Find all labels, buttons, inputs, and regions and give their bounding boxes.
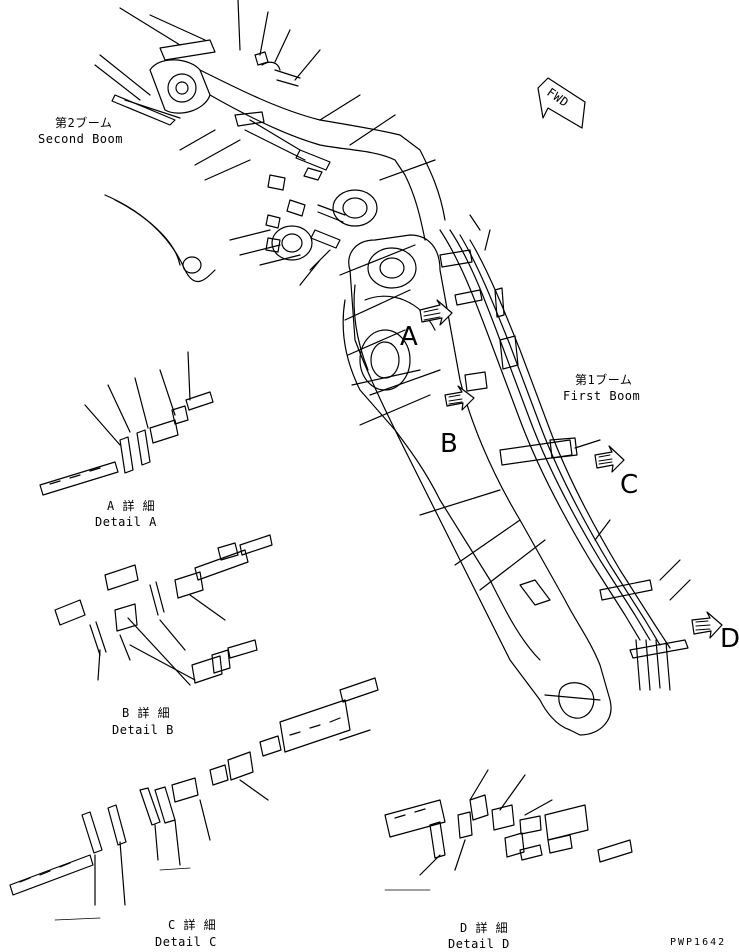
first-boom-en-label: First Boom	[563, 389, 640, 403]
detail-a-drawing	[40, 352, 213, 495]
arrow-b-pointer	[445, 386, 474, 410]
detail-d-jp-label: D 詳 細	[460, 920, 508, 935]
second-boom-jp-label: 第2ブーム	[55, 115, 112, 130]
arrow-a-pointer	[420, 300, 452, 325]
first-boom-jp-label: 第1ブーム	[575, 372, 632, 387]
detail-a-jp-label: A 詳 細	[107, 498, 155, 513]
fwd-arrow-icon	[538, 78, 585, 128]
second-boom-assembly	[95, 0, 445, 285]
arrow-c-pointer	[595, 446, 624, 472]
detail-b-drawing	[55, 535, 272, 685]
detail-d-drawing	[385, 770, 632, 875]
detail-a-en-label: Detail A	[95, 515, 157, 529]
arrow-c-label: C	[620, 470, 638, 500]
detail-b-jp-label: B 詳 細	[122, 705, 170, 720]
detail-c-drawing	[10, 678, 378, 905]
arrow-a-label: A	[400, 322, 418, 352]
arrow-d-label: D	[720, 624, 739, 654]
detail-c-jp-label: C 詳 細	[168, 917, 216, 932]
detail-b-en-label: Detail B	[112, 723, 174, 737]
detail-c-en-label: Detail C	[155, 935, 217, 949]
arrow-b-label: B	[440, 429, 458, 459]
arrow-d-pointer	[692, 612, 722, 638]
second-boom-en-label: Second Boom	[38, 132, 123, 146]
first-boom-assembly	[340, 215, 722, 735]
drawing-code: PWP1642	[670, 937, 726, 948]
detail-d-en-label: Detail D	[448, 937, 510, 951]
